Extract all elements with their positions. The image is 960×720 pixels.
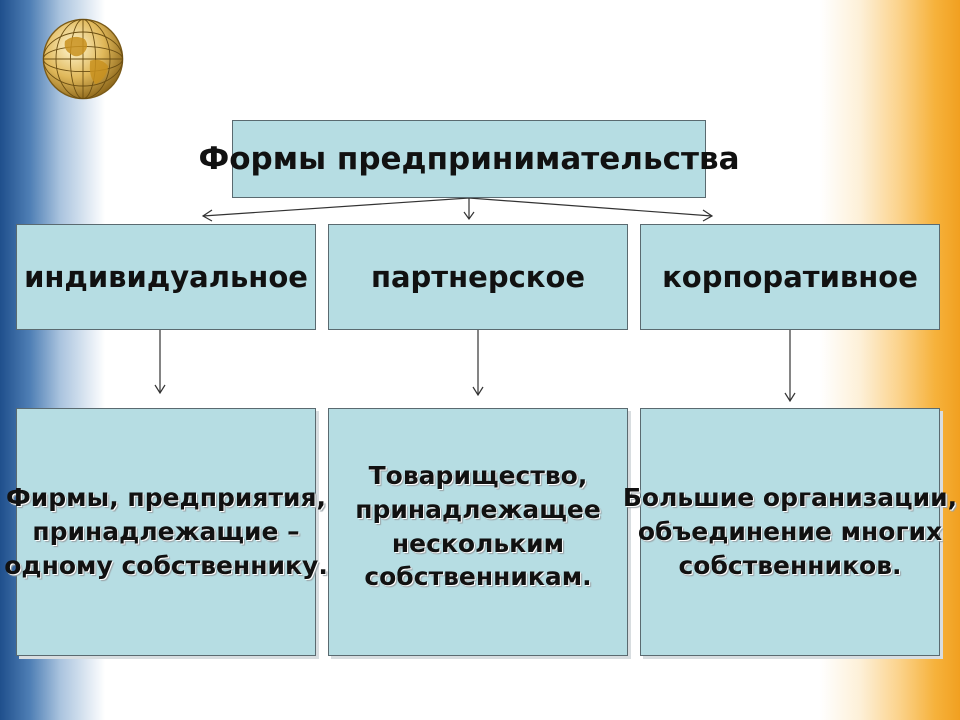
form-partnership-description-box: Товарищество, принадлежащее нескольким с… — [328, 408, 628, 656]
description-line: объединение многих — [637, 516, 943, 546]
form-partnership-box: партнерское — [328, 224, 628, 330]
description-line: принадлежащие – — [32, 516, 300, 546]
description-line: собственников. — [678, 550, 902, 580]
form-corporate-description-box: Большие организации, объединение многих … — [623, 408, 957, 656]
form-individual-description-box: Фирмы, предприятия, принадлежащие – одно… — [4, 408, 328, 656]
form-label: индивидуальное — [24, 260, 308, 294]
form-label: корпоративное — [662, 260, 918, 294]
description-line: одному собственнику. — [4, 550, 328, 580]
form-description: Фирмы, предприятия, принадлежащие – одно… — [4, 481, 328, 582]
form-label: партнерское — [370, 260, 586, 294]
form-description: Большие организации, объединение многих … — [623, 481, 957, 582]
form-corporate-box: корпоративное — [640, 224, 940, 330]
description-line: собственникам. — [364, 562, 592, 592]
globe-icon — [42, 18, 124, 100]
diagram-title-box: Формы предпринимательства — [199, 120, 740, 198]
form-description: Товарищество, принадлежащее нескольким с… — [355, 459, 601, 594]
description-line: Большие организации, — [622, 483, 958, 512]
description-line: принадлежащее — [355, 494, 601, 524]
form-individual-box: индивидуальное — [16, 224, 316, 330]
diagram-title: Формы предпринимательства — [198, 141, 740, 177]
description-line: нескольким — [391, 528, 565, 558]
description-line: Фирмы, предприятия, — [5, 483, 327, 512]
description-line: Товарищество, — [368, 461, 588, 490]
